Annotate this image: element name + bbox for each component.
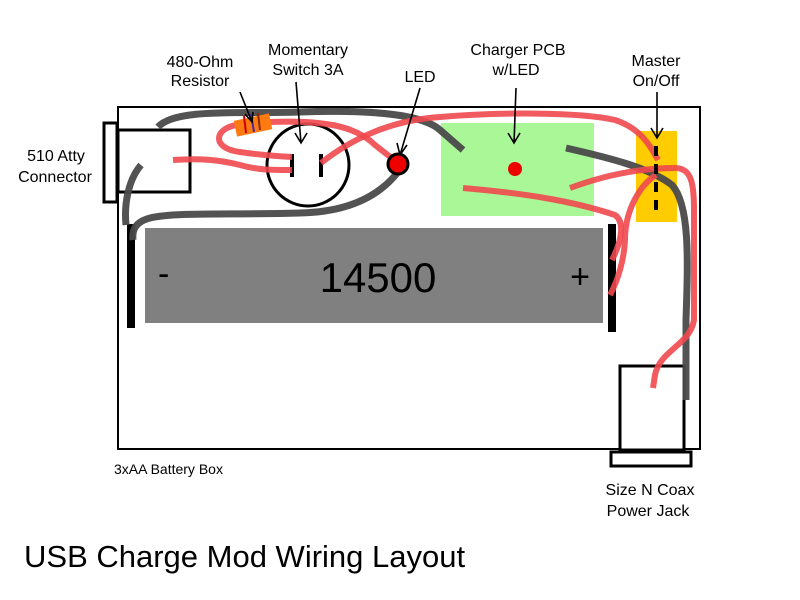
wire-pos-switch-top (319, 110, 661, 166)
label-master-line1: Master (632, 53, 682, 70)
label-battery-box: 3xAA Battery Box (114, 461, 223, 477)
label-pcb-line1: Charger PCB (470, 42, 565, 59)
label-jack-line1: Size N Coax (606, 482, 695, 499)
battery-cell (145, 228, 603, 323)
arrow-switch (294, 81, 308, 145)
arrow-pcb (507, 87, 521, 145)
momentary-switch (265, 122, 351, 208)
label-arrows (239, 81, 664, 157)
battery-negative-terminal (127, 224, 135, 328)
battery-positive-sign: + (570, 258, 590, 296)
power-jack-flange (609, 450, 693, 468)
power-jack (609, 364, 693, 468)
momentary-switch-body (265, 122, 351, 208)
battery-box-outline (117, 106, 701, 450)
battery-positive-terminal (608, 224, 616, 332)
resistor-band-3 (257, 112, 261, 131)
wire-pos-atty-switch (172, 156, 293, 173)
label-atty-line1: 510 Atty (27, 148, 85, 165)
label-switch-line1: Momentary (268, 42, 348, 59)
label-atty-line2: Connector (18, 169, 92, 186)
wire-pos-pcb-bottom (462, 185, 625, 262)
wire-pos-resistor-loop (216, 122, 293, 160)
wire-pos-resistor-led (269, 118, 400, 166)
label-master-line2: On/Off (633, 73, 680, 90)
label-pcb-line2: w/LED (491, 62, 539, 79)
label-resistor-line2: Resistor (171, 73, 230, 90)
resistor-band-1 (243, 115, 247, 134)
label-resistor-line1: 480-Ohm (167, 54, 234, 71)
positive-wires (172, 110, 697, 389)
battery-negative-sign: - (158, 255, 169, 293)
label-led: LED (404, 69, 435, 86)
wire-neg-atty (122, 162, 144, 226)
arrow-led (396, 87, 421, 157)
wire-pos-master-battery (607, 172, 658, 297)
arrow-resistor (239, 91, 254, 124)
led (386, 152, 410, 176)
wire-pos-pcb-master (568, 164, 697, 389)
diagram-title: USB Charge Mod Wiring Layout (24, 539, 465, 574)
label-switch-line2: Switch 3A (272, 62, 343, 79)
wire-neg-led (129, 169, 401, 241)
wire-neg-pcb-jack (565, 144, 691, 400)
label-jack-line2: Power Jack (607, 503, 691, 520)
atty-connector-flange (102, 121, 119, 204)
battery-model: 14500 (320, 254, 437, 301)
charger-pcb-led (508, 162, 522, 176)
arrow-master (650, 92, 664, 140)
